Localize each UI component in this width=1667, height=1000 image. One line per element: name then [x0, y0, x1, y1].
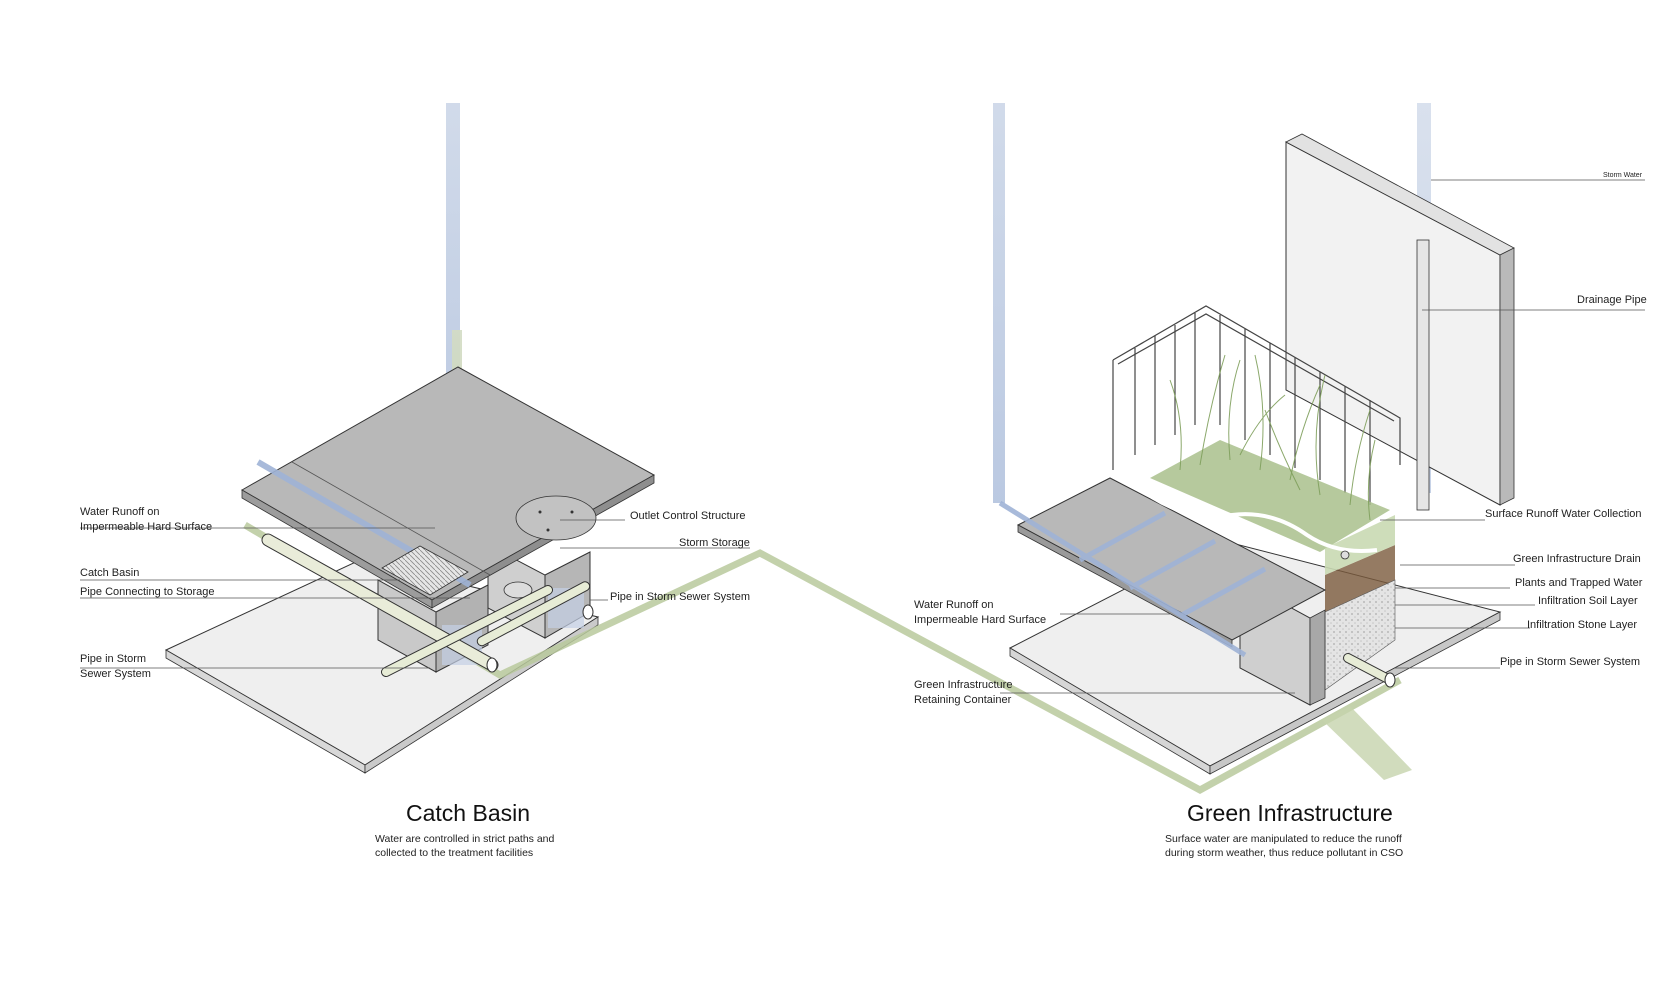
label-water-runoff-left: Water Runoff on Impermeable Hard Surface — [80, 505, 212, 535]
label-line: Pipe in Storm — [80, 653, 147, 665]
catch-basin-diagram — [80, 103, 1402, 794]
description-line: Surface water are manipulated to reduce … — [1165, 833, 1402, 845]
label-line: Water Runoff on — [80, 506, 160, 518]
label-storm-storage: Storm Storage — [679, 537, 750, 549]
outlet-control-structure — [515, 495, 597, 541]
description-line: during storm weather, thus reduce pollut… — [1165, 847, 1404, 859]
label-water-runoff-right: Water Runoff on Impermeable Hard Surface — [914, 598, 1046, 628]
infiltration-soil-layer — [1325, 545, 1395, 612]
catch-basin-leader-lines — [80, 519, 750, 669]
water-runoff-lines-right — [998, 500, 1267, 658]
green-infrastructure-diagram — [993, 103, 1645, 780]
label-line: Sewer System — [80, 668, 151, 680]
description-catch-basin: Water are controlled in strict paths and… — [375, 832, 554, 860]
label-drainage-pipe: Drainage Pipe — [1577, 294, 1647, 306]
pipe-storm-sewer-right — [1343, 653, 1396, 688]
label-pipe-storm-sewer-right: Pipe in Storm Sewer System — [1500, 656, 1640, 668]
label-line: Green Infrastructure — [914, 679, 1013, 691]
label-stone-layer: Infiltration Stone Layer — [1527, 619, 1638, 631]
green-infrastructure-leader-lines — [1000, 179, 1645, 694]
balcony-railing — [1112, 305, 1401, 505]
label-line: Water Runoff on — [914, 599, 994, 611]
label-retaining-container: Green Infrastructure Retaining Container — [914, 678, 1012, 708]
pipe-connecting-to-storage — [381, 585, 553, 677]
label-pipe-connecting: Pipe Connecting to Storage — [80, 586, 215, 598]
description-line: Water are controlled in strict paths and — [375, 833, 555, 845]
label-pipe-storm-left: Pipe in Storm Sewer System — [80, 652, 151, 682]
label-pipe-storm-sewer-left: Pipe in Storm Sewer System — [610, 591, 750, 603]
green-flow-ground — [1322, 706, 1412, 780]
label-gi-drain: Green Infrastructure Drain — [1513, 553, 1641, 565]
title-green-infrastructure: Green Infrastructure — [1187, 800, 1393, 826]
label-outlet-control: Outlet Control Structure — [630, 510, 746, 522]
label-line: Retaining Container — [914, 694, 1012, 706]
label-plants-water: Plants and Trapped Water — [1515, 577, 1643, 589]
label-storm-water: Storm Water — [1603, 172, 1643, 179]
pipe-in-storm-sewer-system-outlet — [476, 581, 594, 647]
description-green-infrastructure: Surface water are manipulated to reduce … — [1165, 832, 1403, 860]
title-catch-basin: Catch Basin — [406, 800, 531, 826]
storm-water-column-blue-right — [993, 103, 1005, 503]
catch-basin-grate — [381, 545, 469, 596]
label-surface-runoff: Surface Runoff Water Collection — [1485, 508, 1642, 520]
label-catch-basin: Catch Basin — [80, 567, 140, 579]
label-line: Impermeable Hard Surface — [80, 521, 213, 533]
plants-and-trapped-water — [1150, 440, 1390, 552]
description-line: collected to the treatment facilities — [375, 847, 534, 859]
pipe-storm-sewer — [261, 533, 499, 673]
plants — [1169, 354, 1376, 521]
green-infrastructure-drain — [1340, 550, 1350, 560]
label-soil-layer: Infiltration Soil Layer — [1538, 595, 1638, 607]
label-line: Impermeable Hard Surface — [914, 614, 1047, 626]
